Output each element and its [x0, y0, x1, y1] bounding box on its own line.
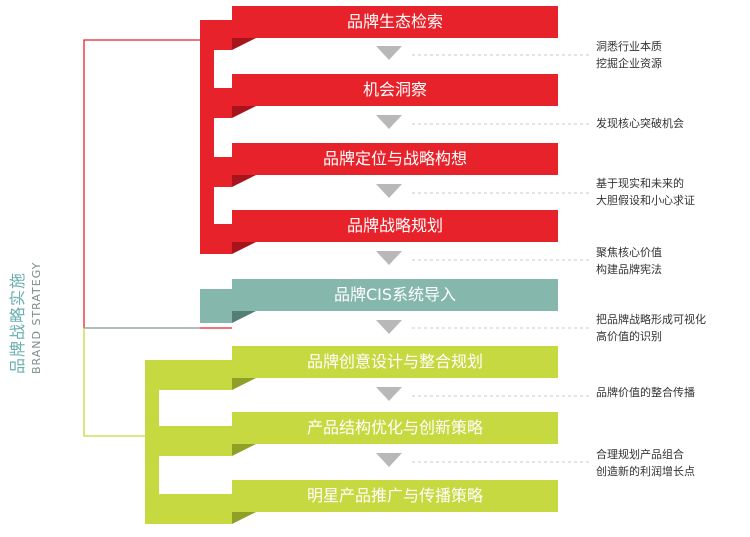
step-label-1: 品牌生态检索 — [346, 12, 443, 31]
side-title-cn: 品牌战略实施 — [8, 271, 27, 374]
step-8-fold — [232, 512, 256, 524]
note-4-line-1: 聚焦核心价值 — [596, 246, 662, 259]
note-3: 基于现实和未来的 大胆假设和小心求证 — [596, 175, 695, 209]
step-6-bar — [232, 346, 558, 378]
step-7-fold — [232, 444, 256, 456]
note-6: 品牌价值的整合传播 — [596, 384, 695, 401]
step-5-fold — [232, 311, 256, 323]
step-7-bar — [232, 412, 558, 444]
note-5-line-2: 高价值的识别 — [596, 330, 662, 343]
down-arrow-4 — [376, 251, 402, 265]
step-label-5: 品牌CIS系统导入 — [333, 285, 457, 304]
step-label-6: 品牌创意设计与整合规划 — [306, 352, 483, 371]
down-arrow-6 — [376, 387, 402, 401]
note-7: 合理规划产品组合 创造新的利润增长点 — [596, 446, 695, 480]
note-2: 发现核心突破机会 — [596, 115, 684, 132]
step-6-ribbon — [145, 360, 232, 390]
step-2-bar — [232, 74, 558, 106]
step-1-fold — [232, 38, 256, 50]
step-4-fold — [232, 242, 256, 254]
step-3-ribbon — [200, 157, 232, 187]
note-5-line-1: 把品牌战略形成可视化 — [596, 313, 706, 326]
note-6-line-1: 品牌价值的整合传播 — [596, 386, 695, 399]
step-2-fold — [232, 106, 256, 118]
note-1: 洞悉行业本质 挖掘企业资源 — [596, 38, 662, 72]
step-6-fold — [232, 378, 256, 390]
side-title: 品牌战略实施 BRAND STRATEGY — [4, 224, 56, 374]
note-5: 把品牌战略形成可视化 高价值的识别 — [596, 311, 706, 345]
step-4-ribbon — [200, 224, 232, 254]
step-4-bar — [232, 210, 558, 242]
red-spine — [200, 20, 214, 250]
step-3-fold — [232, 175, 256, 187]
green-bracket-line — [83, 328, 150, 437]
step-1-ribbon — [200, 20, 232, 50]
step-label-2: 机会洞察 — [362, 80, 427, 99]
note-3-line-1: 基于现实和未来的 — [596, 177, 684, 190]
note-4-line-2: 构建品牌宪法 — [596, 263, 662, 276]
step-5-bar — [232, 279, 558, 311]
down-arrow-2 — [376, 115, 402, 129]
step-8-bar — [232, 480, 558, 512]
down-arrow-1 — [376, 46, 402, 60]
note-7-line-1: 合理规划产品组合 — [596, 448, 684, 461]
note-3-line-2: 大胆假设和小心求证 — [596, 194, 695, 207]
step-7-ribbon — [145, 426, 232, 456]
down-arrow-5 — [376, 320, 402, 334]
down-arrow-7 — [376, 453, 402, 467]
step-8-ribbon — [145, 494, 232, 524]
step-label-8: 明星产品推广与传播策略 — [306, 486, 483, 505]
step-1-bar — [232, 6, 558, 38]
step-label-7: 产品结构优化与创新策略 — [306, 418, 483, 437]
step-5-ribbon — [200, 289, 232, 323]
step-2-ribbon — [200, 88, 232, 118]
note-1-line-2: 挖掘企业资源 — [596, 57, 662, 70]
step-label-4: 品牌战略规划 — [346, 216, 443, 235]
step-3-bar — [232, 143, 558, 175]
note-1-line-1: 洞悉行业本质 — [596, 40, 662, 53]
step-label-3: 品牌定位与战略构想 — [322, 149, 467, 168]
side-title-en: BRAND STRATEGY — [30, 261, 43, 374]
note-4: 聚焦核心价值 构建品牌宪法 — [596, 244, 662, 278]
note-7-line-2: 创造新的利润增长点 — [596, 465, 695, 478]
down-arrow-3 — [376, 184, 402, 198]
note-2-line-1: 发现核心突破机会 — [596, 117, 684, 130]
